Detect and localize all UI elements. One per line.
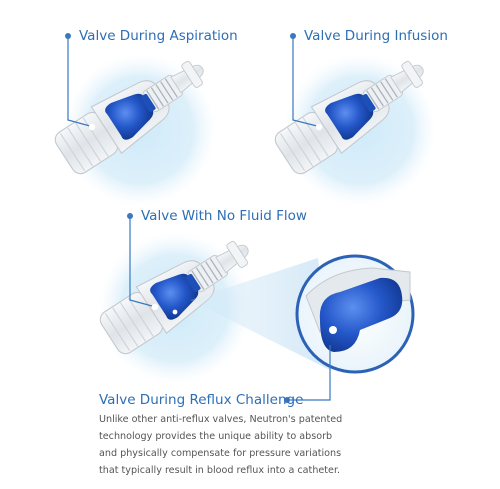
callout-dot-no-flow xyxy=(127,213,133,219)
callout-line-reflux xyxy=(290,345,331,401)
callout-dot-reflux xyxy=(284,397,290,403)
callout-line-infusion xyxy=(292,38,318,127)
description-paragraph: Unlike other anti-reflux valves, Neutron… xyxy=(99,411,399,479)
caption-line: technology provides the unique ability t… xyxy=(99,431,333,442)
magnified-view xyxy=(295,254,415,374)
callout-dot-infusion xyxy=(290,33,296,39)
magnification-beam xyxy=(190,258,330,370)
marker-infusion xyxy=(315,123,323,131)
caption-line: Unlike other anti-reflux valves, Neutron… xyxy=(99,414,343,425)
callout-dot-aspiration xyxy=(65,33,71,39)
caption-line: and physically compensate for pressure v… xyxy=(99,448,342,459)
label-valve-aspiration: Valve During Aspiration xyxy=(79,28,238,44)
marker-no-flow-small xyxy=(172,309,178,315)
marker-aspiration xyxy=(88,123,96,131)
caption-line: that typically result in blood reflux in… xyxy=(99,465,341,476)
label-valve-reflux: Valve During Reflux Challenge xyxy=(99,392,304,408)
label-valve-no-flow: Valve With No Fluid Flow xyxy=(141,208,307,224)
label-valve-infusion: Valve During Infusion xyxy=(304,28,448,44)
marker-no-flow xyxy=(151,303,159,311)
marker-reflux xyxy=(329,326,337,334)
callout-line-no-flow xyxy=(129,218,153,307)
callout-line-aspiration xyxy=(67,38,91,127)
